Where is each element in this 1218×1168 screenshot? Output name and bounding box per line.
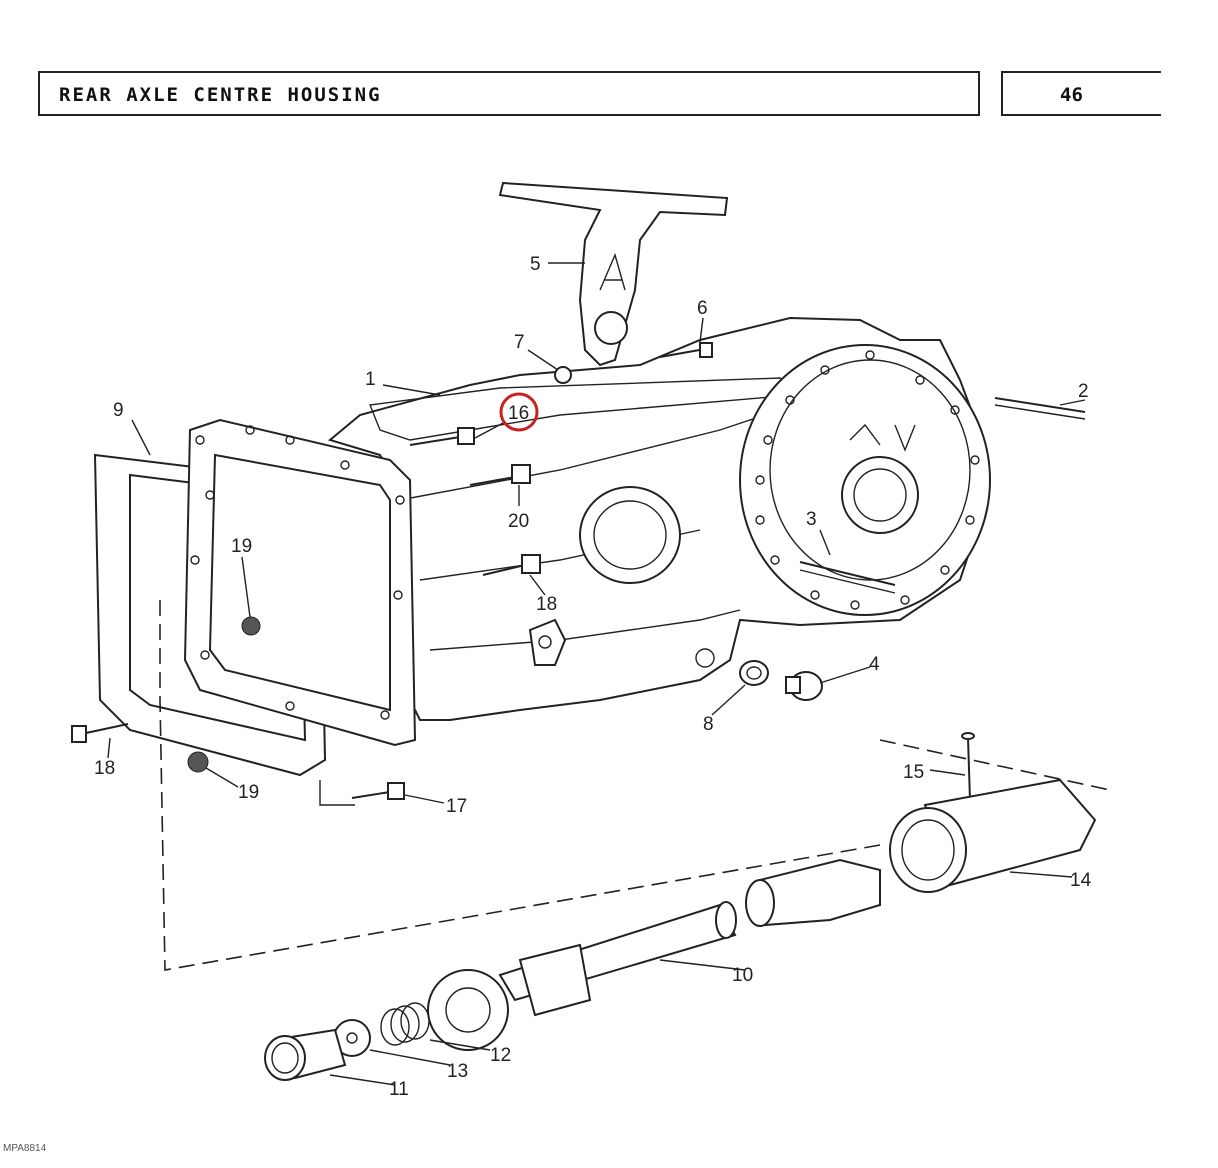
part-12-gear <box>427 969 509 1051</box>
part-18-screw-lower <box>71 723 129 743</box>
assembly-dashed-line <box>159 600 881 971</box>
callout-8: 8 <box>703 714 714 735</box>
part-16-screw <box>409 427 475 446</box>
callout-7: 7 <box>514 332 525 353</box>
part-8-washer <box>739 660 769 686</box>
part-6-bolt <box>659 342 713 358</box>
callout-15: 15 <box>903 762 924 783</box>
part-11-bearing <box>264 1028 347 1081</box>
part-5-bracket <box>498 181 729 367</box>
callout-1: 1 <box>365 369 376 390</box>
callout-12: 12 <box>490 1045 511 1066</box>
callout-5: 5 <box>530 254 541 275</box>
page-number: 46 <box>1060 84 1083 106</box>
callout-18-lower: 18 <box>94 758 115 779</box>
page-number-box: 46 <box>1001 71 1161 116</box>
callout-14: 14 <box>1070 870 1092 891</box>
part-18-screw-upper <box>482 554 541 576</box>
callout-9: 9 <box>113 400 124 421</box>
splined-shaft-short <box>745 858 881 927</box>
title-box: REAR AXLE CENTRE HOUSING <box>38 71 980 116</box>
callout-6: 6 <box>697 298 708 319</box>
front-cover-frame <box>183 418 417 747</box>
callout-11: 11 <box>389 1079 409 1100</box>
callout-3: 3 <box>806 509 817 530</box>
callout-18-upper: 18 <box>536 594 557 615</box>
part-7-nut <box>554 366 572 384</box>
callout-16: 16 <box>508 403 529 424</box>
highlight-circle <box>499 392 539 432</box>
callout-13: 13 <box>447 1061 468 1082</box>
callout-20: 20 <box>508 511 529 532</box>
footer-code: MPA8814 <box>3 1143 47 1154</box>
part-4-plug <box>785 671 823 701</box>
callout-19-upper: 19 <box>231 536 252 557</box>
part-12-spring <box>380 1002 430 1046</box>
part-19-nut-upper <box>241 616 261 636</box>
part-20-screw <box>469 464 531 486</box>
part-10-shaft <box>498 901 737 1017</box>
page-title: REAR AXLE CENTRE HOUSING <box>59 84 382 106</box>
part-19-nut-lower <box>187 751 209 773</box>
part-1-centre-housing <box>327 316 991 721</box>
part-15-pin <box>961 732 975 801</box>
leader-lines <box>107 262 1086 1086</box>
part-3-stud <box>799 561 896 594</box>
callout-19-lower: 19 <box>238 782 259 803</box>
callout-10: 10 <box>732 965 753 986</box>
callout-4: 4 <box>869 654 880 675</box>
callout-17: 17 <box>446 796 467 817</box>
part-14-sleeve <box>879 739 1111 893</box>
callout-2: 2 <box>1078 381 1089 402</box>
part-17-screw <box>351 782 405 800</box>
part-2-stud <box>994 397 1086 420</box>
